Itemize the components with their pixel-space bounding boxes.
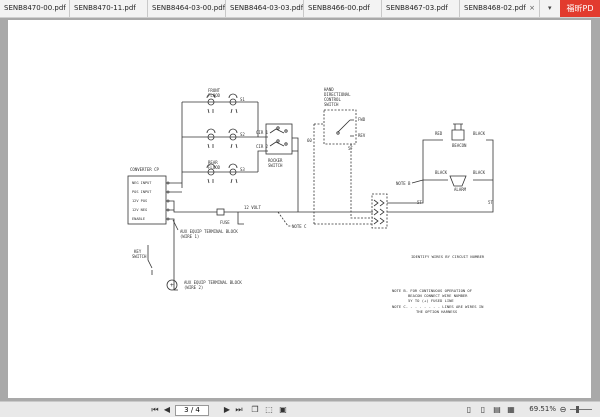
app-brand: 福昕PD (560, 0, 600, 17)
rocker-switch: CIR 1 CIR 2 ROCKER SWITCH (256, 123, 293, 168)
rear-flood-lamp: REAR FLOOD S3 (204, 160, 245, 184)
aux2-line1: AUX EQUIP TERMINAL BLOCK (184, 280, 242, 285)
label-rear: REAR (208, 160, 218, 165)
select-icon[interactable]: ⬚ (265, 405, 273, 414)
label-black: BLACK (473, 131, 486, 136)
label-black-alarm-2: BLACK (473, 170, 486, 175)
two-page-icon[interactable]: ▯ (480, 405, 486, 414)
converter-row: 12V NEG (132, 208, 147, 212)
single-page-icon[interactable]: ▯ (466, 405, 472, 414)
note-b-line3: 5Y TO (+) FUSED LINE (408, 298, 454, 303)
label-red: RED (435, 131, 443, 136)
connector-block (371, 193, 388, 229)
tab-document-6[interactable]: SENB8467-03.pdf (382, 0, 460, 17)
zoom-slider-handle[interactable] (576, 406, 579, 413)
note-b-ref: NOTE B (396, 181, 411, 186)
bottom-toolbar: ⏮ ◀ 3 / 4 ▶ ⏭ ❐ ⬚ ▣ ▯ ▯ ▤ ▦ 69.51% ⊖ (0, 401, 600, 417)
aux1-line2: (WIRE 1) (180, 234, 199, 239)
beacon-symbol: RED BLACK BEACON (435, 123, 486, 148)
tab-label: SENB8470-00.pdf (4, 4, 66, 12)
brand-label: 福昕PD (566, 4, 594, 13)
note-b-line1: NOTE B- FOR CONTINUOUS OPERATION OF (392, 288, 473, 293)
switch-label: SWITCH (324, 102, 339, 107)
tab-document-2[interactable]: SENB8470-11.pdf (70, 0, 148, 17)
converter-row: NEG INPUT (132, 181, 152, 185)
tab-label: SENB8470-11.pdf (74, 4, 136, 12)
directional-control-switch: HAND DIRECTIONAL CONTROL SWITCH FWD REV (323, 87, 366, 145)
key-switch-symbol (147, 245, 153, 275)
tab-overflow-icon[interactable]: ▾ (548, 4, 552, 12)
label-fwd: FWD (358, 117, 366, 122)
view-icon[interactable]: ▣ (279, 405, 287, 414)
front-flood-lamp: FRONT FLOOD S1 (204, 88, 245, 114)
label-cir2: CIR 2 (256, 144, 269, 149)
previous-page-icon[interactable]: ◀ (163, 405, 171, 414)
switch-label: SWITCH (132, 254, 147, 259)
tab-document-1[interactable]: SENB8470-00.pdf (0, 0, 70, 17)
next-page-icon[interactable]: ▶ (223, 405, 231, 414)
converter-box: CONVERTER CP NEG INPUT POS INPUT 12V POS… (127, 167, 170, 225)
fuse-symbol (216, 208, 225, 216)
tab-document-4[interactable]: SENB8464-03-03.pdf (226, 0, 304, 17)
terminal-s3: S3 (240, 167, 245, 172)
page-number-input[interactable]: 3 / 4 (175, 405, 209, 416)
last-page-icon[interactable]: ⏭ (235, 405, 243, 414)
label-alarm: ALARM (454, 187, 467, 192)
label-rev: REV (358, 133, 366, 138)
converter-row: ENABLE (132, 217, 145, 221)
zoom-level: 69.51% (529, 405, 556, 413)
fit-icon[interactable]: ▦ (507, 405, 515, 414)
tab-label: SENB8466-00.pdf (308, 4, 370, 12)
tab-label: SENB8464-03-03.pdf (230, 4, 304, 12)
tab-document-5[interactable]: SENB8466-00.pdf (304, 0, 382, 17)
tab-document-3[interactable]: SENB8464-03-00.pdf (148, 0, 226, 17)
converter-title: CONVERTER CP (130, 167, 159, 172)
aux2-line2: (WIRE 2) (184, 285, 203, 290)
wire-5y: 5T (417, 200, 422, 205)
middle-flood-lamp: S2 (204, 128, 245, 149)
copy-icon[interactable]: ❐ (251, 405, 259, 414)
key-label: KEY (134, 249, 142, 254)
plus-terminal (166, 279, 178, 291)
note-c-line2: THE OPTION HARNESS (416, 309, 458, 314)
label-rocker: ROCKER (268, 158, 283, 163)
label-12-volt: 12 VOLT (244, 205, 261, 210)
continuous-icon[interactable]: ▤ (493, 405, 501, 414)
converter-row: 12V POS (132, 199, 147, 203)
hand-label: HAND (324, 87, 334, 92)
tab-document-7[interactable]: SENB8468-02.pdf× (460, 0, 540, 17)
zoom-slider[interactable] (570, 409, 592, 410)
label-cir1: CIR 1 (256, 130, 269, 135)
document-page: FRONT FLOOD S1 S2 REAR FLOOD S3 CIR 1 (8, 20, 591, 398)
directional-label: DIRECTIONAL (324, 92, 351, 97)
plus-sign: + (170, 282, 174, 289)
wire-5t: 5T (488, 200, 493, 205)
wiring-diagram: FRONT FLOOD S1 S2 REAR FLOOD S3 CIR 1 (127, 87, 493, 314)
note-c-ref: NOTE C (292, 224, 307, 229)
alarm-symbol: BLACK BLACK ALARM (435, 170, 486, 192)
close-icon[interactable]: × (529, 4, 535, 12)
note-c-line1: NOTE C- - - - - - - - LINES ARE WIRES IN (392, 304, 484, 309)
control-label: CONTROL (324, 97, 341, 102)
wire-5f: 5F (348, 146, 353, 151)
label-switch: SWITCH (268, 163, 283, 168)
label-front: FRONT (208, 88, 221, 93)
label-black-alarm: BLACK (435, 170, 448, 175)
zoom-out-icon[interactable]: ⊖ (559, 405, 567, 414)
wire-60: 60 (307, 138, 312, 143)
tab-bar: SENB8470-00.pdf SENB8470-11.pdf SENB8464… (0, 0, 600, 18)
label-fuse: FUSE (220, 220, 230, 225)
first-page-icon[interactable]: ⏮ (151, 405, 159, 414)
tab-label: SENB8468-02.pdf (464, 4, 526, 12)
tab-label: SENB8467-03.pdf (386, 4, 448, 12)
tab-label: SENB8464-03-00.pdf (152, 4, 226, 12)
note-b-line2: BEACON CONNECT WIRE NUMBER (408, 293, 468, 298)
terminal-s1: S1 (240, 97, 245, 102)
converter-row: POS INPUT (132, 190, 152, 194)
identify-wires-text: IDENTIFY WIRES BY CIRCUIT NUMBER (411, 254, 485, 259)
label-beacon: BEACON (452, 143, 467, 148)
aux1-line1: AUX EQUIP TERMINAL BLOCK (180, 229, 238, 234)
label-flood: FLOOD (208, 165, 221, 170)
terminal-s2: S2 (240, 132, 245, 137)
